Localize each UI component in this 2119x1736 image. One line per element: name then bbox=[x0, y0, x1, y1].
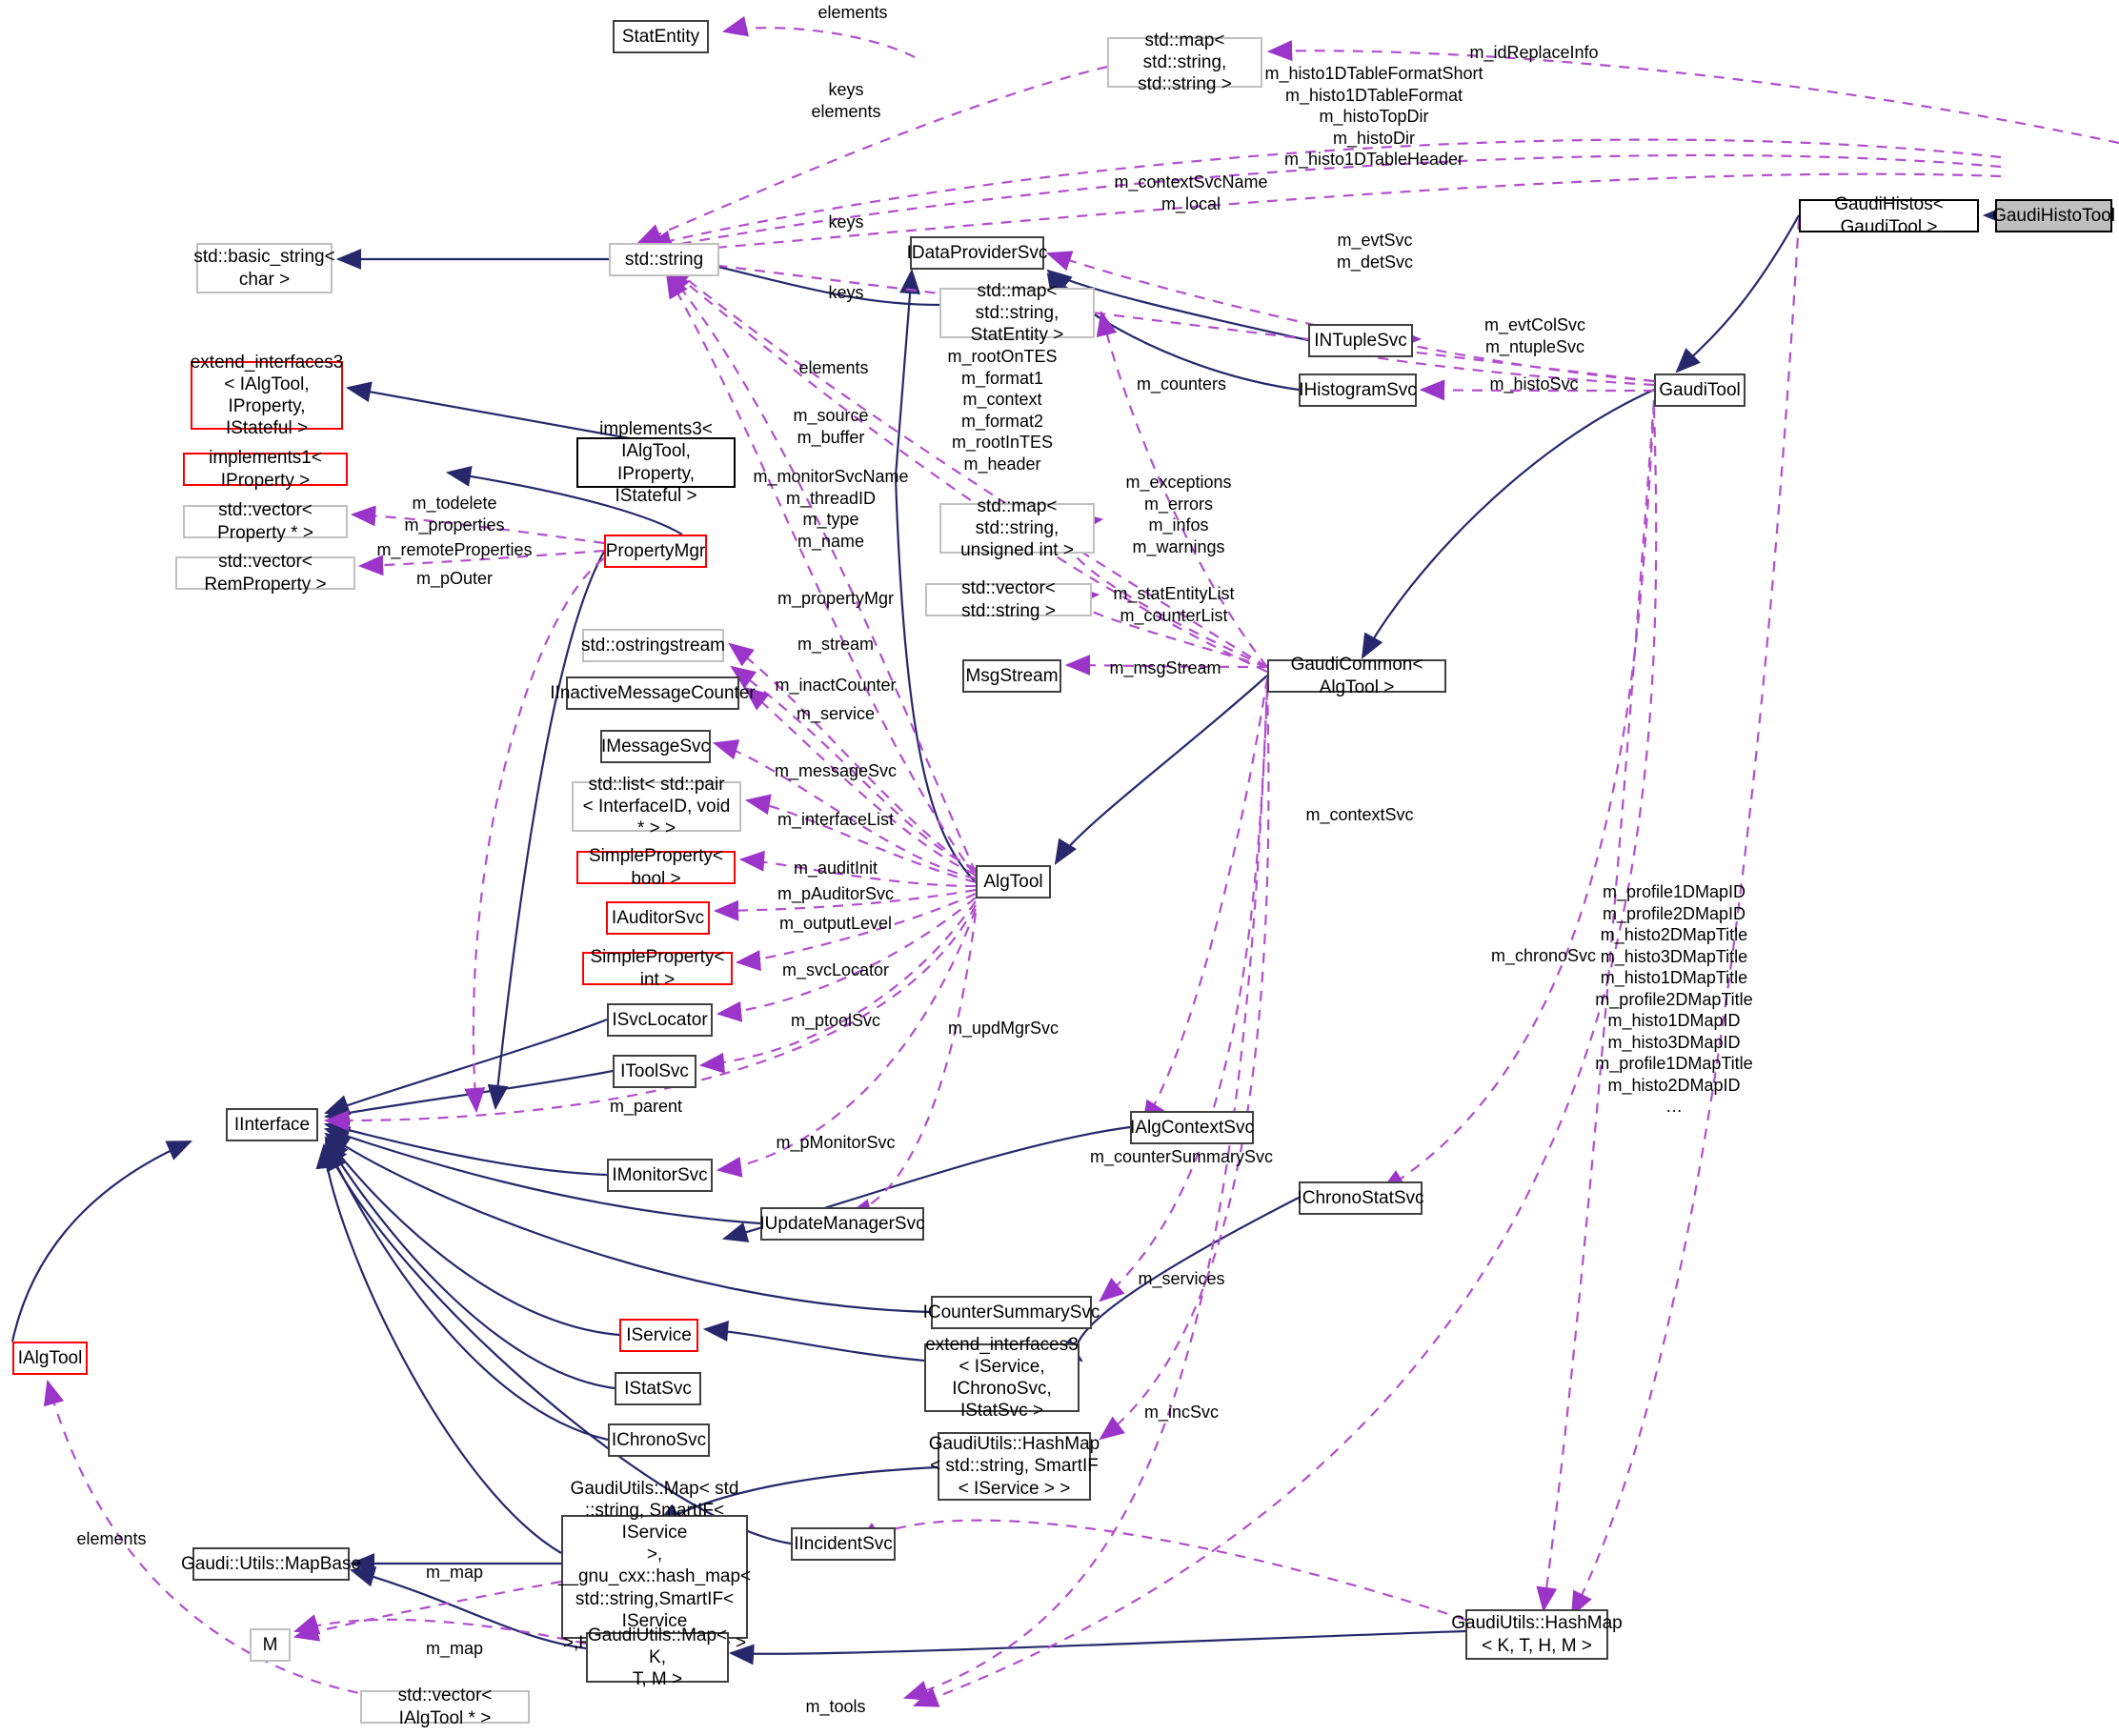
class-node-iservice[interactable]: IService bbox=[619, 1319, 698, 1352]
class-node-basic_string_char[interactable]: std::basic_string< char > bbox=[193, 243, 335, 293]
class-node-list_pair_ifid[interactable]: std::list< std::pair < InterfaceID, void… bbox=[572, 775, 741, 838]
edge-label-l-map-2: m_map bbox=[425, 1639, 484, 1658]
edge-label-l-elements-statentity: elements bbox=[817, 3, 888, 22]
edge-label-l-exceptions-group: m_exceptions m_errors m_infos m_warnings bbox=[1125, 473, 1232, 556]
class-node-intuplesvc[interactable]: INTupleSvc bbox=[1308, 324, 1413, 357]
class-node-extend_interfaces3_b[interactable]: extend_interfaces3 < IService, IChronoSv… bbox=[924, 1334, 1080, 1422]
class-node-ostringstream[interactable]: std::ostringstream bbox=[581, 629, 725, 662]
class-node-ialgcontextsvc[interactable]: IAlgContextSvc bbox=[1130, 1111, 1254, 1144]
class-node-propertymgr[interactable]: PropertyMgr bbox=[604, 535, 707, 568]
edge-label-l-histomap-group: m_profile1DMapID m_profile2DMapID m_hist… bbox=[1595, 882, 1753, 1116]
edge-label-l-source-buffer: m_source m_buffer bbox=[793, 406, 869, 447]
class-node-idataprovidersvc[interactable]: IDataProviderSvc bbox=[907, 236, 1047, 270]
class-node-extend_interfaces3_a[interactable]: extend_interfaces3 < IAlgTool, IProperty… bbox=[190, 352, 344, 439]
class-node-vector_remproperty[interactable]: std::vector< RemProperty > bbox=[175, 552, 355, 595]
class-node-algtool[interactable]: AlgTool bbox=[976, 865, 1051, 898]
class-node-hashmap_string_smartif[interactable]: GaudiUtils::HashMap < std::string, Smart… bbox=[929, 1432, 1100, 1501]
edge-label-l-idreplaceinfo: m_idReplaceInfo bbox=[1469, 43, 1599, 62]
edge-label-l-keys-elements-1: keys elements bbox=[811, 80, 881, 121]
class-node-msgstream[interactable]: MsgStream bbox=[962, 659, 1061, 693]
edge-label-l-monitorsvcname-group: m_monitorSvcName m_threadID m_type m_nam… bbox=[753, 467, 909, 551]
edge-label-l-countersummarysvc: m_counterSummarySvc bbox=[1089, 1147, 1274, 1166]
class-node-simpleproperty_int[interactable]: SimpleProperty< int > bbox=[582, 947, 733, 990]
class-node-istatsvc[interactable]: IStatSvc bbox=[615, 1372, 701, 1405]
edge-label-l-messagesvc: m_messageSvc bbox=[774, 761, 898, 780]
class-node-icountersummarysvc[interactable]: ICounterSummarySvc bbox=[923, 1296, 1100, 1329]
edge-label-l-contextsvcname: m_contextSvcName m_local bbox=[1114, 172, 1268, 213]
class-node-iupdatemanagersvc[interactable]: IUpdateManagerSvc bbox=[759, 1207, 925, 1241]
edge-label-l-keys-2: keys bbox=[828, 212, 864, 232]
edge-label-l-map-1: m_map bbox=[425, 1563, 484, 1582]
edge-label-l-pauditorsvc: m_pAuditorSvc bbox=[777, 884, 895, 903]
edge-label-l-remoteproperties: m_remoteProperties bbox=[376, 540, 533, 559]
edge-label-l-pmonitorsvc: m_pMonitorSvc bbox=[776, 1133, 896, 1152]
edge-label-l-counters: m_counters bbox=[1136, 374, 1227, 394]
class-node-statentity[interactable]: StatEntity bbox=[613, 20, 709, 53]
class-node-ichronosvc[interactable]: IChronoSvc bbox=[608, 1423, 710, 1457]
edge-label-l-statentitylist: m_statEntityList m_counterList bbox=[1113, 584, 1235, 625]
edge-label-l-histo1dtable-group: m_histo1DTableFormatShort m_histo1DTable… bbox=[1264, 64, 1483, 169]
class-node-simpleproperty_bool[interactable]: SimpleProperty< bool > bbox=[576, 846, 736, 889]
class-node-vector_string[interactable]: std::vector< std::string > bbox=[925, 578, 1092, 621]
class-node-std_string[interactable]: std::string bbox=[609, 243, 719, 276]
edge-label-l-chronosvc: m_chronoSvc bbox=[1490, 946, 1597, 965]
class-node-map_string_string[interactable]: std::map< std::string, std::string > bbox=[1107, 30, 1262, 94]
class-node-imessagesvc[interactable]: IMessageSvc bbox=[600, 730, 711, 763]
class-node-vector_ialgtool[interactable]: std::vector< IAlgTool * > bbox=[360, 1686, 530, 1728]
class-node-ichronostatsvc[interactable]: IChronoStatSvc bbox=[1297, 1181, 1424, 1215]
edge-label-l-ptoolsvc: m_ptoolSvc bbox=[790, 1011, 881, 1030]
edge-label-l-parent: m_parent bbox=[609, 1097, 683, 1116]
class-node-hashmap_kthm[interactable]: GaudiUtils::HashMap < K, T, H, M > bbox=[1451, 1609, 1623, 1660]
edge-label-l-interfacelist: m_interfaceList bbox=[777, 810, 895, 829]
class-node-map_string_statentity[interactable]: std::map< std::string, StatEntity > bbox=[939, 281, 1095, 345]
edge-label-l-stream: m_stream bbox=[797, 635, 875, 654]
class-node-isvclocator[interactable]: ISvcLocator bbox=[607, 1003, 713, 1037]
class-node-iauditorsvc[interactable]: IAuditorSvc bbox=[606, 901, 710, 935]
edge-label-l-histosvc: m_histoSvc bbox=[1489, 374, 1579, 394]
edge-label-l-rootontes-group: m_rootOnTES m_format1 m_context m_format… bbox=[947, 347, 1058, 474]
class-node-node_m[interactable]: M bbox=[250, 1628, 291, 1662]
class-node-gaudiutils_map_long[interactable]: GaudiUtils::Map< std ::string, SmartIF< … bbox=[557, 1478, 752, 1675]
edge-label-l-auditinit: m_auditInit bbox=[793, 858, 878, 878]
class-node-gaudiutils_map_ktm[interactable]: GaudiUtils::Map< K, T, M > bbox=[586, 1625, 729, 1690]
edge-label-l-evtsvc-detsvc: m_evtSvc m_detSvc bbox=[1336, 231, 1414, 272]
edge-label-l-service: m_service bbox=[796, 704, 876, 723]
class-node-vector_property[interactable]: std::vector< Property * > bbox=[183, 500, 348, 543]
edge-label-l-propertymgr: m_propertyMgr bbox=[777, 589, 895, 608]
class-node-ialgtool[interactable]: IAlgTool bbox=[12, 1342, 88, 1375]
class-node-ihistogramsvc[interactable]: IHistogramSvc bbox=[1299, 373, 1417, 407]
class-node-iinterface[interactable]: IInterface bbox=[226, 1108, 318, 1141]
class-node-gaudihistotool[interactable]: GaudiHistoTool bbox=[1992, 199, 2115, 232]
class-node-implements1_iproperty[interactable]: implements1< IProperty > bbox=[183, 448, 348, 491]
edge-label-l-tools: m_tools bbox=[805, 1697, 866, 1716]
edge-label-l-evtcolsvc-ntuplesvc: m_evtColSvc m_ntupleSvc bbox=[1483, 315, 1586, 356]
edge-label-l-services: m_services bbox=[1138, 1269, 1225, 1288]
edge-label-l-todelete-properties: m_todelete m_properties bbox=[404, 494, 505, 535]
edge-label-l-updmgrsvc: m_updMgrSvc bbox=[947, 1019, 1060, 1038]
edge-label-l-incsvc: m_incSvc bbox=[1143, 1403, 1220, 1422]
edge-label-l-elements-3: elements bbox=[76, 1529, 147, 1548]
class-node-gaudicommon_algtool[interactable]: GaudiCommon< AlgTool > bbox=[1267, 655, 1446, 697]
class-node-map_string_uint[interactable]: std::map< std::string, unsigned int > bbox=[939, 496, 1095, 560]
edge-label-l-contextsvc: m_contextSvc bbox=[1305, 805, 1414, 824]
class-node-gaudihistos_gauditool[interactable]: GaudiHistos< GaudiTool > bbox=[1799, 194, 1979, 237]
edge-label-l-msgstream: m_msgStream bbox=[1109, 658, 1221, 677]
edge-label-l-outputlevel: m_outputLevel bbox=[778, 914, 893, 933]
class-node-iincidentsvc[interactable]: IIncidentSvc bbox=[791, 1527, 896, 1561]
class-node-imonitorsvc[interactable]: IMonitorSvc bbox=[607, 1159, 713, 1192]
edge-label-l-keys-3: keys bbox=[828, 283, 864, 302]
class-node-gaudiutils_mapbase[interactable]: Gaudi::Utils::MapBase bbox=[181, 1547, 361, 1581]
edge-label-l-pouter: m_pOuter bbox=[415, 569, 494, 588]
edge-label-l-inactcounter: m_inactCounter bbox=[775, 676, 897, 695]
class-node-itoolsvc[interactable]: IToolSvc bbox=[613, 1055, 696, 1088]
class-node-gauditool[interactable]: GaudiTool bbox=[1654, 373, 1746, 407]
edge-label-l-elements-2: elements bbox=[798, 358, 869, 377]
class-node-implements3[interactable]: implements3< IAlgTool, IProperty, IState… bbox=[576, 419, 736, 506]
class-node-iinactivemsgcounter[interactable]: IInactiveMessageCounter bbox=[550, 676, 756, 710]
edge-label-l-svclocator: m_svcLocator bbox=[781, 960, 890, 979]
